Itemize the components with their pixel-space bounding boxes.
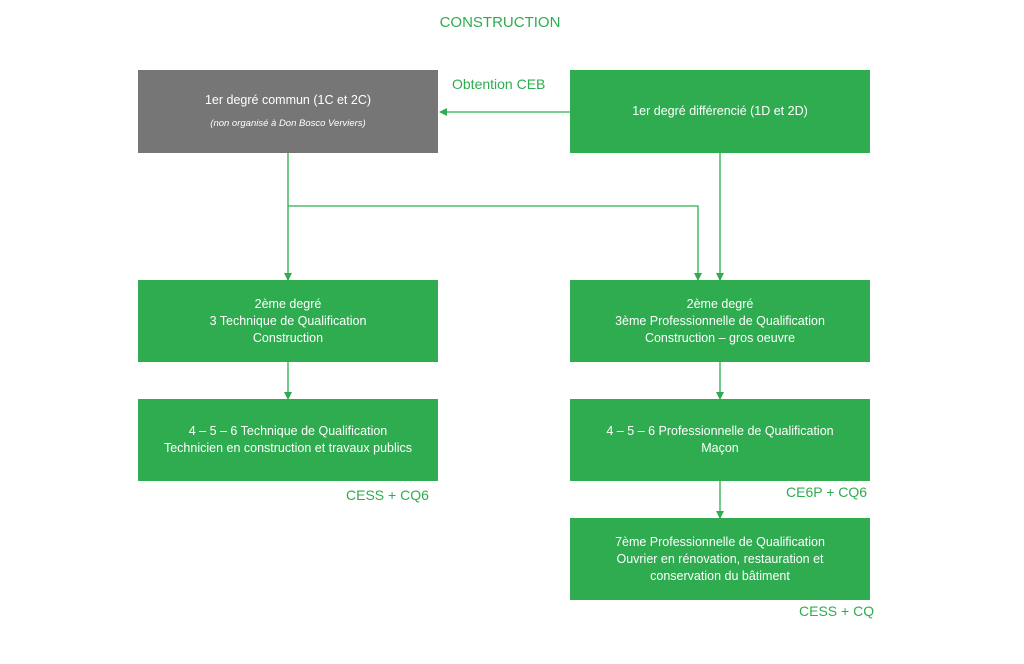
- box-seventh-year-pq-line1: 7ème Professionnelle de Qualification: [615, 534, 825, 549]
- label-obtention-ceb: Obtention CEB: [452, 76, 546, 92]
- box-third-degree-tq-line2: Technicien en construction et travaux pu…: [163, 441, 413, 455]
- box-second-degree-pq: 2ème degré 3ème Professionnelle de Quali…: [570, 280, 870, 362]
- box-second-degree-pq-line2: 3ème Professionnelle de Qualification: [615, 313, 825, 328]
- box-third-degree-tq-line1: 4 – 5 – 6 Technique de Qualification: [188, 424, 388, 438]
- box-first-degree-differentiated-title: 1er degré différencié (1D et 2D): [632, 104, 808, 118]
- box-second-degree-pq-line1: 2ème degré: [686, 296, 754, 311]
- box-third-degree-tq: 4 – 5 – 6 Technique de Qualification Tec…: [138, 399, 438, 481]
- box-seventh-year-pq: 7ème Professionnelle de Qualification Ou…: [570, 518, 870, 600]
- box-third-degree-pq-line2: Maçon: [701, 441, 739, 455]
- box-second-degree-tq-line3: Construction: [252, 330, 324, 345]
- box-second-degree-tq-line2: 3 Technique de Qualification: [209, 313, 367, 328]
- box-seventh-year-pq-line2: Ouvrier en rénovation, restauration et: [616, 551, 824, 566]
- box-second-degree-tq-line1: 2ème degré: [254, 296, 322, 311]
- box-first-degree-common: 1er degré commun (1C et 2C) (non organis…: [138, 70, 438, 153]
- box-first-degree-differentiated: 1er degré différencié (1D et 2D): [570, 70, 870, 153]
- box-seventh-year-pq-line3: conservation du bâtiment: [650, 568, 790, 583]
- label-ce6p-cq6: CE6P + CQ6: [786, 484, 868, 500]
- box-third-degree-pq-line1: 4 – 5 – 6 Professionnelle de Qualificati…: [606, 424, 834, 438]
- box-second-degree-pq-line3: Construction – gros oeuvre: [644, 330, 796, 345]
- box-first-degree-common-title: 1er degré commun (1C et 2C): [204, 92, 372, 107]
- box-second-degree-tq: 2ème degré 3 Technique de Qualification …: [138, 280, 438, 362]
- arrow-common-to-pq-second: [288, 205, 702, 281]
- label-cess-cq: CESS + CQ: [799, 603, 875, 619]
- label-cess-cq6: CESS + CQ6: [346, 487, 429, 503]
- box-first-degree-common-note: (non organisé à Don Bosco Verviers): [210, 117, 366, 129]
- box-third-degree-pq: 4 – 5 – 6 Professionnelle de Qualificati…: [570, 399, 870, 481]
- diagram-title: CONSTRUCTION: [439, 14, 561, 31]
